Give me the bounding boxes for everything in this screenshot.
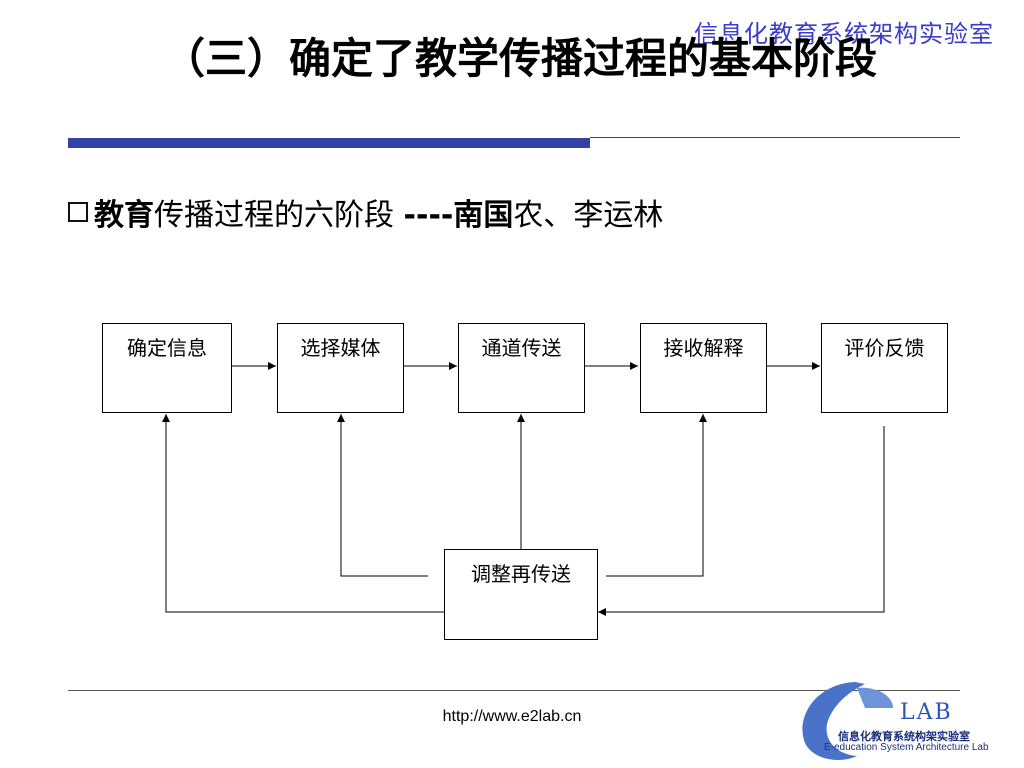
bullet-text-bold-prefix: 教育 [94, 198, 154, 233]
title-underline-blue [68, 138, 590, 148]
bullet-text: 教育传播过程的六阶段 ----南国农、李运林 [94, 190, 663, 234]
stage-box-2: 选择媒体 [277, 323, 404, 413]
bullet-text-main: 传播过程的六阶段 [154, 198, 404, 233]
adjust-retransmit-box: 调整再传送 [444, 549, 598, 640]
bullet-text-suffix: 农、李运林 [513, 198, 664, 233]
logo-english-text: E-education System Architecture Lab [824, 742, 989, 753]
adjust-to-stage2-line [337, 414, 428, 577]
logo-chinese-text: 信息化教育系统构架实验室 [838, 730, 970, 743]
logo-lab-text: LAB [900, 700, 953, 725]
slide-title: （三）确定了教学传播过程的基本阶段 [162, 34, 877, 83]
stage-box-3: 通道传送 [458, 323, 585, 413]
stage-box-1: 确定信息 [102, 323, 232, 413]
adjust-to-stage4-line [606, 414, 707, 577]
square-bullet-icon [68, 202, 88, 222]
footer-rule [68, 690, 960, 691]
lab-logo-icon [802, 682, 893, 760]
title-underline-thin [590, 137, 960, 138]
bullet-point: 教育传播过程的六阶段 ----南国农、李运林 [68, 190, 663, 234]
stage-box-4: 接收解释 [640, 323, 767, 413]
feedback-line-stage5 [598, 426, 885, 616]
stage-box-5: 评价反馈 [821, 323, 948, 413]
footer-url[interactable]: http://www.e2lab.cn [442, 708, 582, 725]
lab-name-header: 信息化教育系统架构实验室 [694, 20, 994, 48]
adjust-to-stage1-line [162, 414, 444, 613]
bullet-text-bold-dashes: ----南国 [403, 198, 514, 233]
